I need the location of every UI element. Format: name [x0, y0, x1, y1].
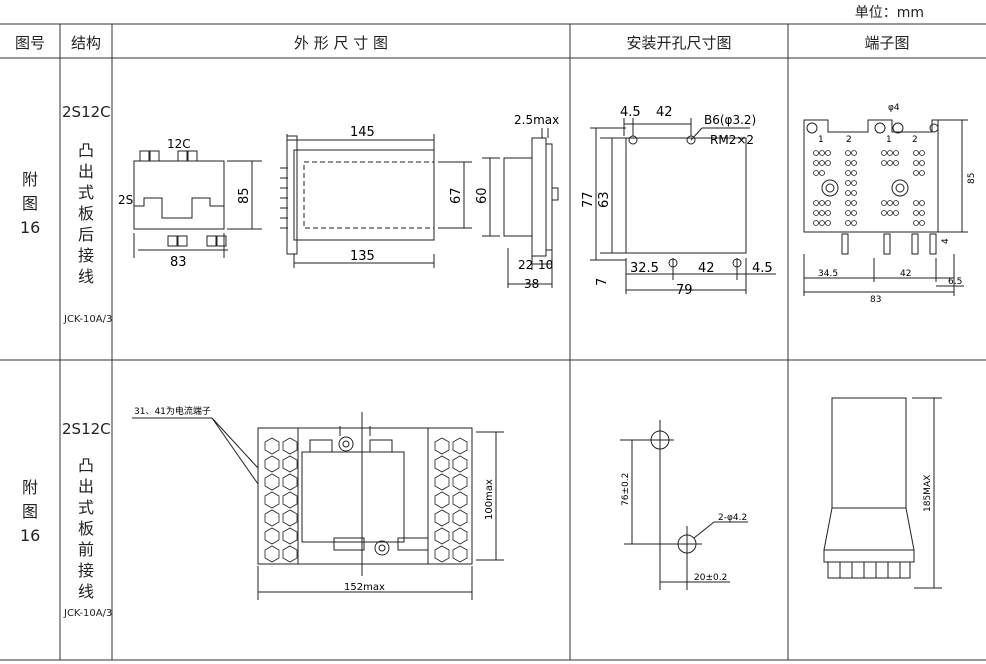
dim-152max: 152max: [344, 582, 385, 593]
unit-label: 单位：mm: [854, 5, 924, 21]
term-n1: 1: [818, 135, 824, 145]
dim-38: 38: [524, 277, 539, 291]
row2-fig-label: 附 图 16: [20, 478, 41, 545]
dim-100max: 100max: [484, 479, 495, 520]
dim-22: 22: [518, 258, 533, 272]
header-terminal: 端子图: [864, 34, 910, 52]
term-6-5: 6.5: [948, 277, 962, 287]
row2-code: 2S12C: [62, 420, 111, 438]
dim-2-5max: 2.5max: [514, 113, 559, 127]
term-phi4: φ4: [888, 103, 900, 113]
term-42: 42: [900, 269, 911, 279]
term-83: 83: [870, 295, 881, 305]
row1-cutout-drawing: 4.5 42 B6(φ3.2) RM2×2 77 63 7 32.5 42 4.…: [581, 105, 776, 298]
dim-135: 135: [350, 249, 375, 264]
header-structure: 结构: [70, 34, 101, 52]
cut-42b: 42: [698, 261, 715, 276]
row1-fig-label: 附 图 16: [20, 170, 41, 237]
term-4: 4: [941, 238, 951, 244]
dim-10: 10: [538, 258, 553, 272]
dim-60: 60: [475, 187, 490, 204]
cut-7: 7: [595, 278, 610, 286]
header-fig-no: 图号: [14, 34, 45, 52]
term-n2: 2: [846, 135, 852, 145]
cut-42a: 42: [656, 105, 673, 120]
row2-cutout-drawing: 76±0.2 2-φ4.2 20±0.2: [620, 420, 748, 590]
cut-79: 79: [676, 283, 693, 298]
cut-76: 76±0.2: [621, 473, 631, 506]
row1-code: 2S12C: [62, 103, 111, 121]
cut-4-5a: 4.5: [620, 105, 641, 120]
dim-83: 83: [170, 255, 187, 270]
cut-63: 63: [597, 191, 612, 208]
cut-32-5: 32.5: [630, 261, 659, 276]
term-n2b: 2: [912, 135, 918, 145]
dim-145: 145: [350, 125, 375, 140]
note-terminals: 31、41为电流端子: [134, 405, 211, 417]
row2-model: JCK-10A/3: [64, 608, 113, 619]
term-34-5: 34.5: [818, 269, 838, 279]
row2-terminal-drawing: 185MAX: [823, 397, 942, 589]
header-cutout: 安装开孔尺寸图: [626, 34, 732, 52]
term-185max: 185MAX: [923, 475, 933, 512]
row1-outline-drawing: 12C 2S 85 83 145 135 67 60 2.5max 22 10 …: [118, 113, 559, 291]
row1-terminal-drawing: φ4 1 2 1 2 85 4 34.5 42 6.5 83: [803, 103, 977, 305]
dim-2s: 2S: [118, 193, 133, 207]
cut-rm: RM2×2: [710, 133, 754, 147]
row1-structure: 凸 出 式 板 后 接 线: [77, 141, 94, 286]
header-outline: 外 形 尺 寸 图: [293, 34, 389, 52]
cut-4-5b: 4.5: [752, 261, 773, 276]
cut-b6: B6(φ3.2): [704, 113, 756, 127]
cut-77: 77: [581, 191, 596, 208]
dim-67: 67: [449, 187, 464, 204]
cut-20: 20±0.2: [694, 573, 727, 583]
row2-outline-drawing: 31、41为电流端子 100max 152max: [132, 405, 504, 600]
dim-85: 85: [237, 187, 252, 204]
cut-phi4-2: 2-φ4.2: [718, 513, 747, 523]
row2-structure: 凸 出 式 板 前 接 线: [77, 456, 94, 601]
row1-model: JCK-10A/3: [64, 314, 113, 325]
term-n1b: 1: [886, 135, 892, 145]
dim-12c: 12C: [167, 137, 191, 151]
term-85: 85: [967, 173, 977, 184]
